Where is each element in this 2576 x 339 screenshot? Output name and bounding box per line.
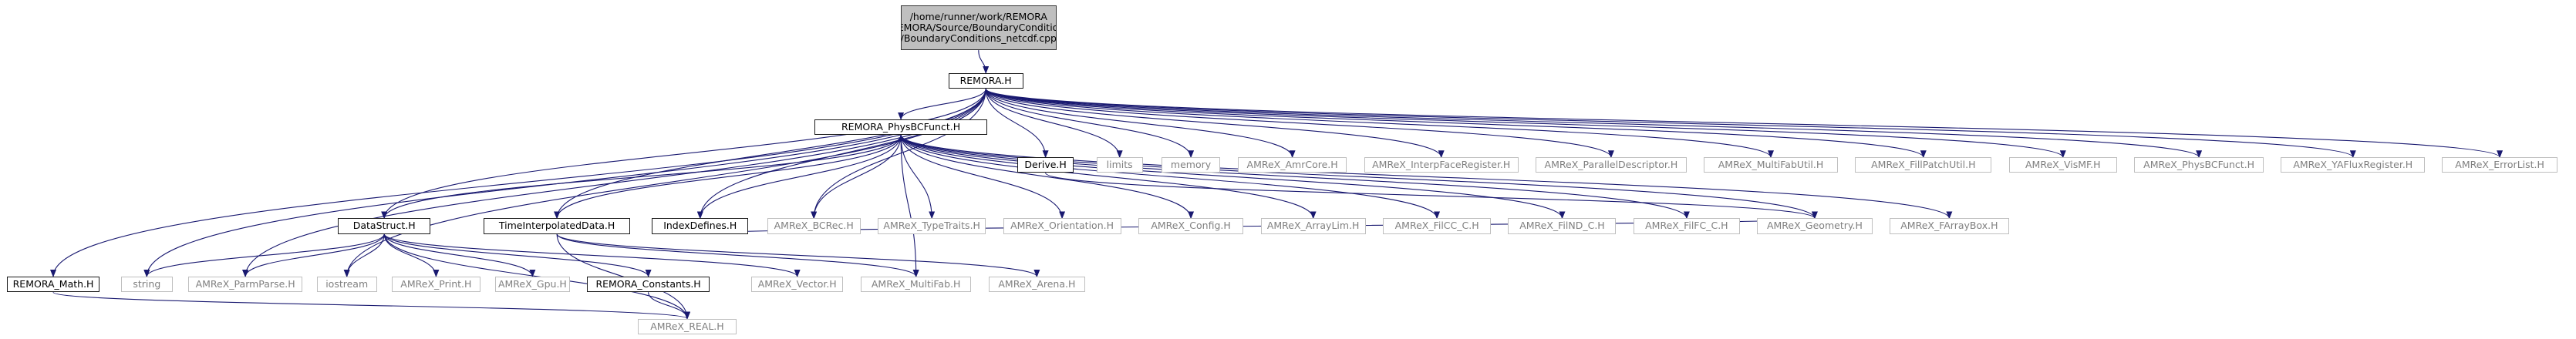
edge-physbc-to-config — [900, 135, 1195, 220]
edge-timeinterp-to-real — [556, 233, 690, 320]
node-amrex-farraybox-h: AMReX_FArrayBox.H — [1889, 218, 2009, 234]
edge-datastruct-to-real — [383, 233, 690, 320]
node-amrex-amrcore-h: AMReX_AmrCore.H — [1237, 157, 1347, 173]
edge-physbc-to-geometry — [900, 134, 1818, 220]
edge-remora_h-to-multifabutil — [985, 89, 1774, 159]
node-amrex-real-h: AMReX_REAL.H — [637, 318, 737, 334]
node-amrex-print-h: AMReX_Print.H — [391, 277, 481, 293]
dependency-edges — [50, 50, 2503, 320]
edge-physbc-to-datastruct — [381, 135, 902, 220]
node-derive-h[interactable]: Derive.H — [1017, 157, 1074, 173]
node-memory: memory — [1161, 157, 1221, 173]
edge-physbc-to-orientation — [900, 135, 1066, 220]
node-amrex-arena-h: AMReX_Arena.H — [988, 277, 1085, 293]
root-path-line-3: /BoundaryConditions_netcdf.cpp — [901, 32, 1057, 45]
edge-datastruct-to-print — [383, 233, 440, 277]
edge-timeinterp-to-multifab — [556, 233, 919, 277]
node-amrex-filfc-c-h: AMReX_FilFC_C.H — [1633, 218, 1740, 234]
node-datastruct-h[interactable]: DataStruct.H — [338, 218, 430, 234]
root-path-line-1: /home/runner/work/REMORA — [909, 10, 1047, 22]
edge-remora_h-to-vismf — [985, 88, 2066, 159]
node-amrex-vector-h: AMReX_Vector.H — [751, 277, 844, 293]
edge-remora_h-to-amrcore — [985, 89, 1296, 159]
node-amrex-multifab-h: AMReX_MultiFab.H — [860, 277, 972, 293]
edge-remora_h-to-yafluxreg — [985, 88, 2356, 159]
edge-remora_h-to-fillpatchutil — [985, 89, 1927, 159]
node-amrex-parmparse-h: AMReX_ParmParse.H — [188, 277, 302, 293]
edge-datastruct-to-parmparse — [242, 233, 385, 277]
node-string: string — [120, 277, 173, 293]
edge-physbc-to-filfc — [900, 134, 1690, 220]
node-timeinterpolateddata-h[interactable]: TimeInterpolatedData.H — [483, 218, 631, 234]
node-amrex-typetraits-h: AMReX_TypeTraits.H — [878, 218, 986, 234]
node-amrex-config-h: AMReX_Config.H — [1138, 218, 1244, 234]
edge-remora_h-to-physbc — [898, 89, 986, 120]
edge-datastruct-to-constants — [383, 233, 652, 277]
node-remora-constants-h[interactable]: REMORA_Constants.H — [587, 277, 710, 293]
node-amrex-filcc-c-h: AMReX_FilCC_C.H — [1383, 218, 1492, 234]
node-amrex-yafluxregister-h: AMReX_YAFluxRegister.H — [2281, 157, 2426, 173]
node-limits: limits — [1096, 157, 1143, 173]
root-path-line-2: /REMORA/Source/BoundaryConditions — [902, 21, 1056, 33]
node-amrex-vismf-h: AMReX_VisMF.H — [2008, 157, 2117, 173]
node-amrex-multifabutil-h: AMReX_MultiFabUtil.H — [1704, 157, 1838, 173]
edge-remora_h-to-paralleldesc — [985, 89, 1614, 159]
edge-remora_h-to-indexdefines — [696, 89, 986, 220]
edge-datastruct-to-string — [143, 233, 385, 277]
edge-timeinterp-to-arena — [556, 233, 1040, 277]
node-indexdefines-h[interactable]: IndexDefines.H — [652, 218, 749, 234]
edge-remora_h-to-interpface — [985, 89, 1445, 159]
edge-physbc-to-indexdefines — [696, 135, 902, 220]
node-amrex-filnd-c-h: AMReX_FilND_C.H — [1508, 218, 1617, 234]
node-amrex-interpfaceregister-h: AMReX_InterpFaceRegister.H — [1364, 157, 1519, 173]
edge-physbc-to-farraybox — [900, 134, 1953, 220]
edge-physbc-to-arraylim — [900, 135, 1317, 220]
node-remora-h[interactable]: REMORA.H — [948, 73, 1023, 89]
node-amrex-bcrec-h: AMReX_BCRec.H — [767, 218, 861, 234]
node-amrex-physbcfunct-h: AMReX_PhysBCFunct.H — [2134, 157, 2264, 173]
edge-remora_h-to-memory — [985, 89, 1195, 159]
node-amrex-fillpatchutil-h: AMReX_FillPatchUtil.H — [1855, 157, 1992, 173]
edge-root-to-remora_h — [978, 50, 990, 74]
edge-datastruct-to-iostream — [343, 233, 385, 277]
edge-datastruct-to-gpu — [383, 233, 536, 277]
edge-remora_h-to-datastruct — [381, 89, 986, 220]
edge-remora_h-to-derive — [985, 89, 1049, 159]
edge-physbc-to-filnd — [900, 135, 1566, 220]
node-remora-math-h[interactable]: REMORA_Math.H — [7, 277, 99, 293]
edge-physbc-to-bcrec — [811, 135, 902, 220]
edge-physbc-to-timeinterp — [554, 135, 902, 220]
node-amrex-geometry-h: AMReX_Geometry.H — [1757, 218, 1873, 234]
edge-remora_h-to-errorlist — [985, 88, 2503, 159]
edge-math-to-real — [52, 291, 690, 320]
node-remora-physbcfunct-h[interactable]: REMORA_PhysBCFunct.H — [814, 119, 988, 136]
node-amrex-paralleldescriptor-h: AMReX_ParallelDescriptor.H — [1535, 157, 1687, 173]
edge-remora_h-to-amrexphysbc — [985, 88, 2202, 159]
node-amrex-orientation-h: AMReX_Orientation.H — [1003, 218, 1121, 234]
node-amrex-arraylim-h: AMReX_ArrayLim.H — [1260, 218, 1366, 234]
edge-physbc-to-typetraits — [900, 135, 936, 220]
edge-remora_h-to-limits — [985, 89, 1123, 159]
edge-physbc-to-filcc — [900, 135, 1440, 220]
node-iostream: iostream — [316, 277, 377, 293]
edge-remora_h-to-bcrec — [811, 89, 986, 220]
edge-physbc-to-multifab — [900, 135, 919, 277]
edge-derive-to-geometry — [1045, 172, 1818, 220]
node-amrex-errorlist-h: AMReX_ErrorList.H — [2442, 157, 2557, 173]
root-file-node: /home/runner/work/REMORA /REMORA/Source/… — [901, 5, 1057, 51]
edge-datastruct-to-vector — [383, 233, 801, 277]
node-amrex-gpu-h: AMReX_Gpu.H — [494, 277, 570, 293]
